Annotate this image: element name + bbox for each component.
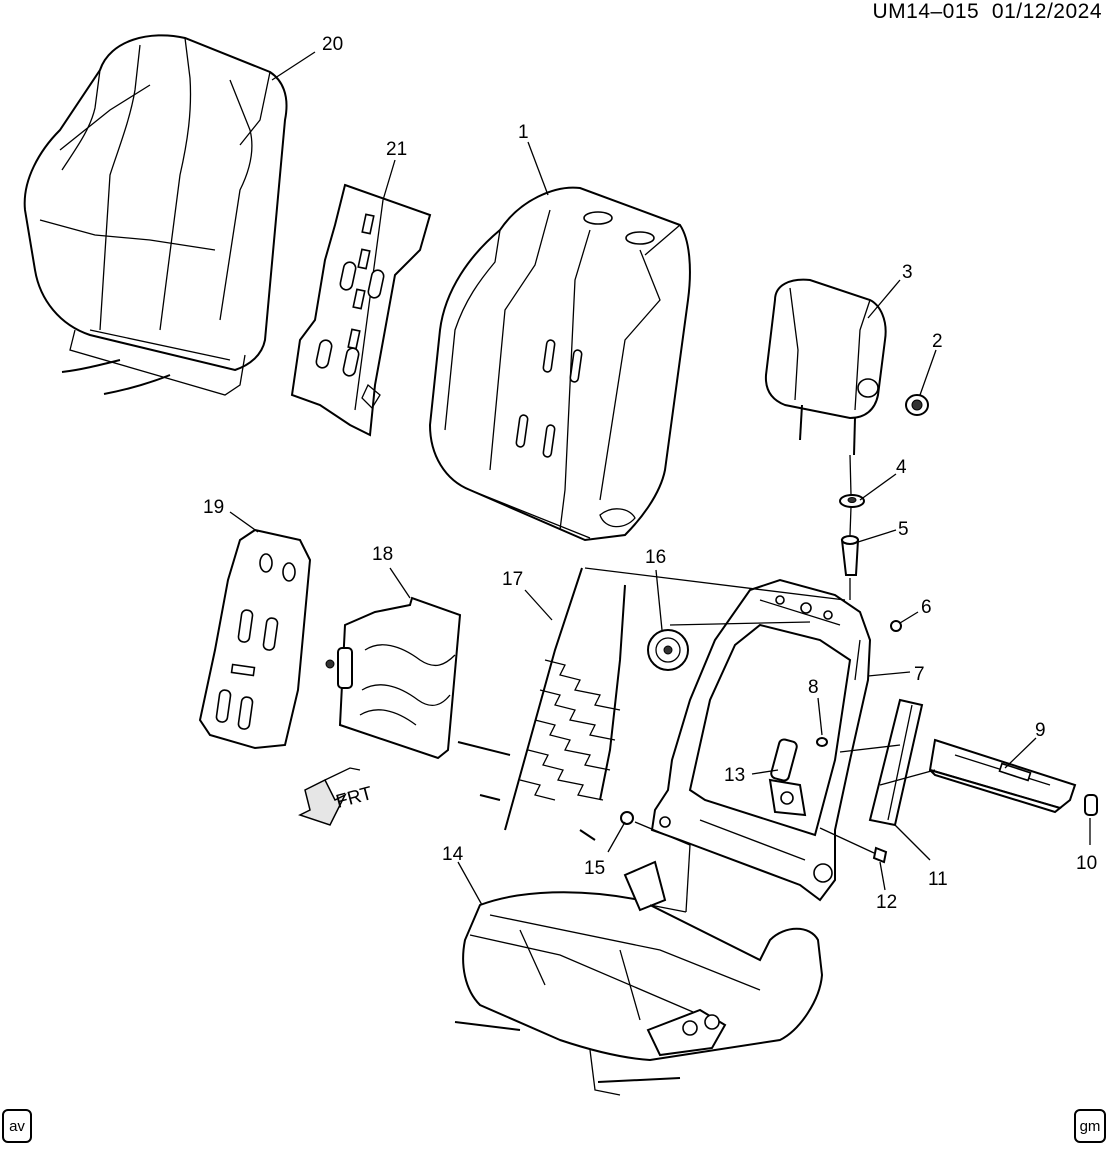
callout-16: 16 — [645, 547, 666, 568]
callout-14: 14 — [442, 844, 464, 865]
callout-7: 7 — [914, 664, 925, 685]
part-5-guide[interactable] — [840, 535, 860, 576]
part-7-seatback-frame[interactable] — [650, 578, 872, 902]
document-date: 01/12/2024 — [991, 0, 1102, 23]
callout-1: 1 — [518, 122, 529, 143]
part-21-back-panel[interactable] — [290, 183, 432, 437]
callout-3: 3 — [902, 262, 913, 283]
front-direction-label: FRT — [334, 783, 375, 813]
callout-13: 13 — [724, 765, 745, 786]
callout-21: 21 — [386, 139, 407, 160]
part-1-seatback-pad[interactable] — [428, 186, 691, 542]
callout-17: 17 — [502, 569, 523, 590]
callout-5: 5 — [898, 519, 909, 540]
part-18-lumbar-support[interactable] — [325, 596, 462, 760]
callout-20: 20 — [322, 34, 343, 55]
callout-2: 2 — [932, 331, 943, 352]
callout-12: 12 — [876, 892, 897, 913]
part-19-back-heater[interactable] — [198, 528, 312, 750]
diagram-header: UM14–015 01/12/2024 — [872, 0, 1102, 24]
part-3-head-restraint[interactable] — [764, 278, 887, 456]
callout-19: 19 — [203, 497, 224, 518]
callout-9: 9 — [1035, 720, 1046, 741]
callout-4: 4 — [896, 457, 907, 478]
callout-15: 15 — [584, 858, 605, 879]
part-4-guide-bezel[interactable] — [839, 494, 865, 508]
part-8-nut[interactable] — [816, 737, 828, 747]
part-14-seat-cushion[interactable] — [454, 860, 824, 1096]
leader-lines — [229, 51, 1091, 913]
part-6-bolt[interactable] — [890, 620, 902, 632]
callout-labels: 20 21 1 3 2 4 5 6 7 8 9 10 11 12 13 14 1… — [203, 34, 1097, 913]
part-15-nut[interactable] — [620, 811, 634, 825]
callout-11: 11 — [928, 869, 948, 890]
callout-18: 18 — [372, 544, 393, 565]
part-17-back-spring[interactable] — [457, 567, 626, 841]
part-16-module[interactable] — [647, 629, 689, 671]
part-9-side-airbag[interactable] — [928, 738, 1077, 814]
document-id: UM14–015 — [872, 0, 980, 23]
part-20-seatback-cover[interactable] — [23, 34, 288, 396]
av-badge: av — [2, 1109, 32, 1143]
part-11-side-trim[interactable] — [868, 698, 924, 827]
callout-10: 10 — [1076, 853, 1097, 874]
part-12-bolt[interactable] — [872, 846, 888, 864]
callout-6: 6 — [921, 597, 932, 618]
front-direction-arrow: FRT — [298, 767, 375, 826]
part-10-cap[interactable] — [1084, 794, 1098, 816]
gm-logo: gm — [1074, 1109, 1106, 1143]
callout-8: 8 — [808, 677, 819, 698]
part-2-guide-nut[interactable] — [905, 394, 929, 416]
